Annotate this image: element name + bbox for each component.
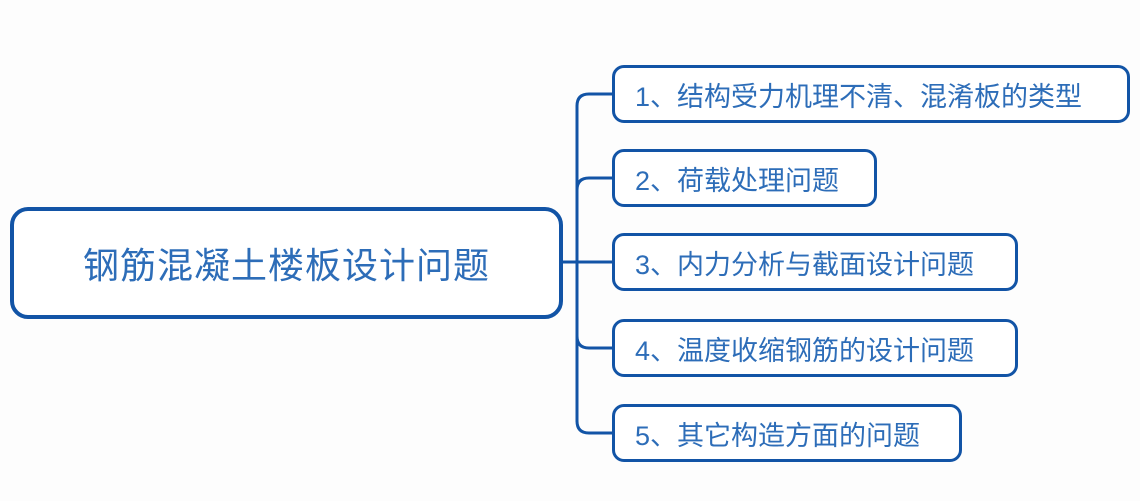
subtopic-label-3: 3、内力分析与截面设计问题 — [635, 249, 975, 280]
connector-branch-5 — [575, 419, 614, 435]
connector-branch-1 — [575, 92, 614, 108]
subtopic-node-5[interactable]: 5、其它构造方面的问题 — [612, 404, 962, 462]
root-topic-label: 钢筋混凝土楼板设计问题 — [82, 245, 490, 286]
subtopic-node-1[interactable]: 1、结构受力机理不清、混淆板的类型 — [612, 65, 1130, 123]
root-topic-node[interactable]: 钢筋混凝土楼板设计问题 — [10, 207, 563, 319]
subtopic-node-2[interactable]: 2、荷载处理问题 — [612, 149, 877, 207]
subtopic-label-5: 5、其它构造方面的问题 — [635, 420, 921, 451]
subtopic-label-1: 1、结构受力机理不清、混淆板的类型 — [635, 81, 1083, 112]
subtopic-node-3[interactable]: 3、内力分析与截面设计问题 — [612, 233, 1018, 291]
connector-branch-2 — [575, 176, 614, 192]
connector-branch-4 — [575, 334, 614, 350]
subtopic-label-4: 4、温度收缩钢筋的设计问题 — [635, 335, 975, 366]
subtopic-node-4[interactable]: 4、温度收缩钢筋的设计问题 — [612, 319, 1018, 377]
subtopic-label-2: 2、荷载处理问题 — [635, 165, 840, 196]
